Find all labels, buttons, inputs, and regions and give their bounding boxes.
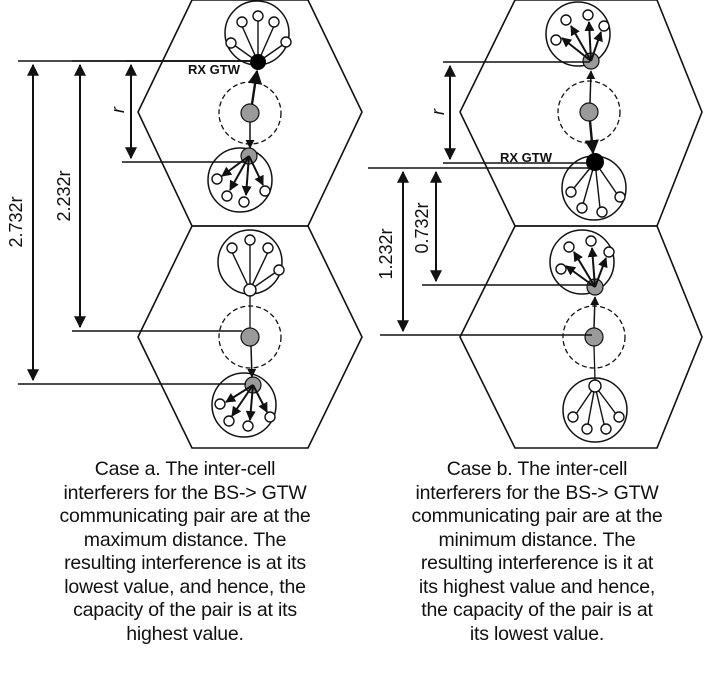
link-arrow bbox=[593, 345, 596, 381]
dimension-label-2232r: 2.232r bbox=[54, 170, 74, 221]
cluster-circle bbox=[562, 377, 628, 443]
caption-line: the capacity of the pair is at bbox=[421, 599, 653, 621]
caption-line: interferers for the BS-> GTW bbox=[415, 481, 659, 504]
caption-line: resulting interference is at its bbox=[64, 552, 306, 574]
caption-line: lowest value, and hence, the bbox=[64, 575, 306, 598]
dimension-lines bbox=[368, 61, 592, 336]
dimension-label-r: r bbox=[108, 106, 128, 113]
caption-line: minimum distance. The bbox=[438, 528, 636, 551]
caption-case-a: Case a. The inter-cell interferers for t… bbox=[20, 458, 350, 646]
panel-b: RX GTW bbox=[368, 0, 703, 449]
caption-line: resulting interference is it at bbox=[420, 552, 654, 574]
link-arrow bbox=[247, 69, 263, 105]
dimension-label-1232r: 1.232r bbox=[376, 228, 396, 279]
hexagon-cell-a-bottom bbox=[137, 225, 363, 449]
dimension-label-r: r bbox=[428, 108, 448, 115]
cluster-circle bbox=[545, 1, 611, 67]
dimension-lines bbox=[18, 60, 250, 385]
panel-a: RX GTW bbox=[6, 0, 363, 449]
dimension-label-0732r: 0.732r bbox=[412, 202, 432, 253]
caption-line: its lowest value. bbox=[469, 622, 605, 645]
user-devices bbox=[550, 9, 610, 62]
link-arrow bbox=[590, 296, 600, 329]
cluster-circle bbox=[549, 229, 615, 295]
gateway-node bbox=[586, 153, 604, 171]
base-station-node bbox=[240, 327, 260, 347]
caption-line: communicating pair are at the bbox=[59, 505, 311, 527]
gateway-label: RX GTW bbox=[500, 150, 553, 165]
base-station-node bbox=[579, 102, 599, 122]
caption-line: maximum distance. The bbox=[83, 528, 287, 551]
caption-line: interferers for the BS-> GTW bbox=[63, 481, 307, 504]
hexagon-cell-b-bottom bbox=[459, 225, 703, 449]
caption-line: its highest value and hence, bbox=[418, 575, 656, 598]
caption-line: Case a. The inter-cell bbox=[94, 458, 276, 480]
link-arrow bbox=[584, 120, 599, 155]
caption-line: communicating pair are at the bbox=[411, 505, 663, 527]
cluster-circle bbox=[211, 372, 277, 438]
link-arrow bbox=[247, 345, 257, 378]
user-devices bbox=[226, 234, 285, 297]
base-station-node bbox=[584, 327, 604, 347]
caption-line: Case b. The inter-cell bbox=[446, 458, 628, 480]
caption-line: capacity of the pair is at its bbox=[73, 599, 297, 621]
caption-case-b: Case b. The inter-cell interferers for t… bbox=[372, 458, 702, 646]
user-devices bbox=[211, 155, 271, 208]
caption-line: highest value. bbox=[126, 622, 244, 645]
user-devices bbox=[567, 379, 625, 435]
link-arrow bbox=[586, 70, 596, 104]
user-devices bbox=[214, 384, 276, 432]
gateway-label: RX GTW bbox=[188, 62, 241, 77]
gateway-node bbox=[250, 54, 266, 70]
user-devices bbox=[555, 235, 615, 288]
cluster-circle bbox=[207, 147, 273, 213]
base-station-node bbox=[240, 103, 260, 123]
dimension-label-2732r: 2.732r bbox=[6, 196, 26, 247]
